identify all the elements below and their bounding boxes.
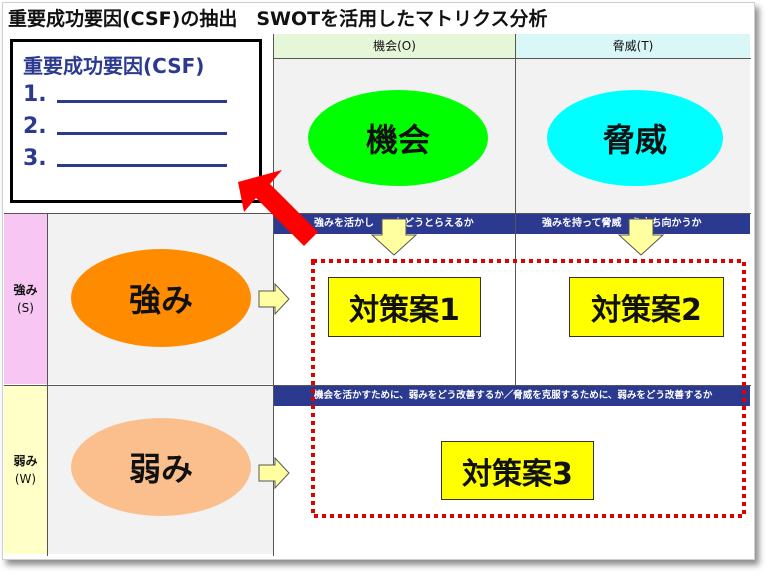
csf-item-2-number: 2. bbox=[23, 114, 47, 139]
opportunity-ellipse: 機会 bbox=[308, 90, 488, 186]
csf-item-2-blank bbox=[56, 131, 227, 135]
strength-ellipse: 強み bbox=[71, 249, 251, 347]
side-label-strength: 強み (S) bbox=[4, 281, 47, 317]
csf-item-3-blank bbox=[56, 163, 227, 167]
header-opportunity: 機会(O) bbox=[274, 34, 515, 58]
side-weakness-text: 弱み bbox=[13, 454, 38, 468]
csf-title: 重要成功要因(CSF) bbox=[23, 54, 205, 78]
side-weakness-cell bbox=[4, 386, 47, 554]
header-threat: 脅威(T) bbox=[516, 34, 750, 58]
band-w: 機会を活かすために、弱みをどう改善するか／脅威を克服するために、弱みをどう改善す… bbox=[274, 386, 750, 406]
grid-line-v2 bbox=[515, 34, 516, 386]
page-title: 重要成功要因(CSF)の抽出 SWOTを活用したマトリクス分析 bbox=[8, 8, 548, 30]
side-weakness-code: (W) bbox=[14, 472, 37, 486]
threat-ellipse: 脅威 bbox=[547, 90, 723, 186]
csf-item-3-number: 3. bbox=[23, 146, 47, 171]
csf-item-1-number: 1. bbox=[23, 82, 47, 107]
right-arrow-strength bbox=[258, 282, 290, 316]
grid-line-h3 bbox=[4, 385, 751, 386]
down-arrow-right bbox=[617, 218, 665, 256]
csf-box: 重要成功要因(CSF) 1. 2. 3. bbox=[10, 39, 262, 203]
side-strength-text: 強み bbox=[13, 283, 38, 297]
side-strength-cell bbox=[4, 214, 47, 384]
weakness-ellipse: 弱み bbox=[71, 418, 251, 516]
band-w-text: 機会を活かすために、弱みをどう改善するか／脅威を克服するために、弱みをどう改善す… bbox=[314, 390, 713, 401]
right-arrow-weakness bbox=[258, 456, 290, 490]
countermeasure-1: 対策案1 bbox=[328, 277, 481, 337]
down-arrow-left bbox=[370, 218, 418, 256]
csf-item-1-blank bbox=[56, 99, 227, 103]
csf-item-2: 2. bbox=[23, 114, 227, 139]
side-strength-code: (S) bbox=[17, 301, 34, 315]
csf-item-1: 1. bbox=[23, 82, 227, 107]
grid-line-h2 bbox=[4, 213, 751, 214]
countermeasure-3: 対策案3 bbox=[441, 441, 594, 500]
side-label-weakness: 弱み (W) bbox=[4, 452, 47, 488]
grid-line-v3 bbox=[47, 213, 48, 556]
csf-item-3: 3. bbox=[23, 146, 227, 171]
grid-line-h1 bbox=[273, 58, 751, 59]
countermeasure-2: 対策案2 bbox=[569, 277, 724, 337]
band-st-text: 強みを持って脅威 う立ち向かうか bbox=[542, 218, 702, 229]
